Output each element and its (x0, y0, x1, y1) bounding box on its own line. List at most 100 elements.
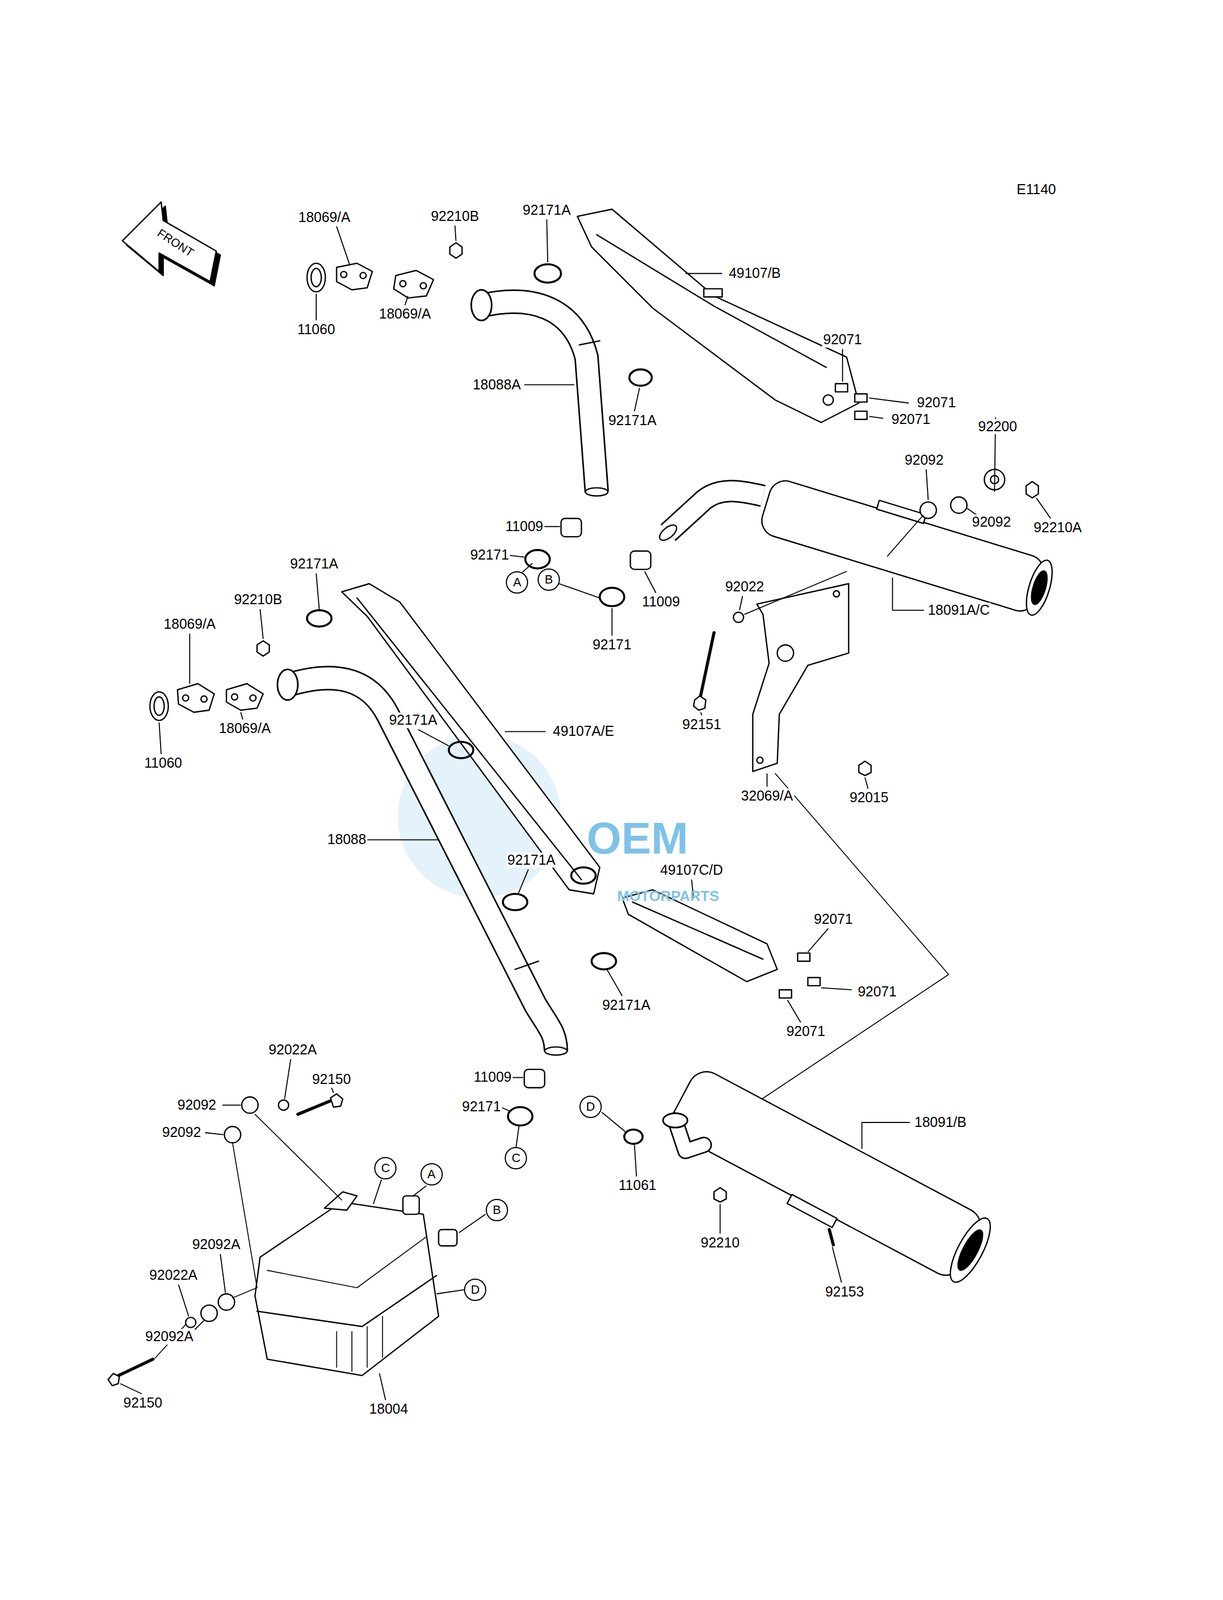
part-number: 92071 (856, 983, 898, 1000)
reference-letter: A (513, 576, 522, 589)
assembly-line (232, 1113, 342, 1288)
part-number: 92210B (429, 208, 481, 225)
nut (257, 640, 270, 656)
part-number: 92171A (521, 202, 572, 219)
washer (278, 1099, 289, 1110)
reference-circle: B (485, 1198, 509, 1221)
reference-circle: D (579, 1095, 602, 1118)
gasket (150, 691, 169, 720)
parts-drawing (108, 201, 1060, 1386)
part-number: 11009 (504, 518, 545, 535)
hole (420, 282, 427, 289)
pipe-end (656, 521, 680, 544)
grommet (218, 1293, 235, 1310)
hole (200, 695, 207, 702)
reference-circle: A (420, 1162, 443, 1186)
part-number: 92200 (977, 418, 1019, 435)
part-number: 92022A (267, 1041, 318, 1058)
part-number: 18069/A (217, 720, 272, 737)
damper (808, 977, 821, 986)
part-number: 92171A (388, 712, 439, 729)
grommet (950, 496, 968, 514)
part-number: 92171A (288, 556, 340, 573)
part-number: 92071 (785, 1023, 827, 1039)
leader-lines (120, 219, 1051, 1400)
sleeve (630, 550, 651, 570)
part-number: 18069/A (297, 209, 352, 226)
clamp (448, 741, 474, 758)
part-number: 18088A (471, 376, 522, 393)
part-number: 11009 (472, 1069, 514, 1086)
washer (185, 1316, 196, 1327)
bolt-head (330, 1093, 343, 1108)
damper (797, 952, 810, 961)
muffler-end (1021, 557, 1058, 618)
part-number: 92153 (824, 1283, 866, 1300)
bolt (297, 1099, 333, 1115)
clamp (508, 1107, 533, 1126)
part-number: 92092 (161, 1124, 203, 1140)
reference-circle: D (463, 1278, 487, 1301)
heat-guard (577, 209, 859, 423)
part-number: 92092A (144, 1328, 195, 1345)
part-number: 92171A (506, 852, 557, 868)
gasket (624, 1129, 643, 1144)
part-number: 18088 (326, 832, 368, 848)
bolt (114, 1358, 154, 1377)
reference-circle: A (505, 571, 529, 594)
clamp (629, 369, 652, 386)
reference-letter: C (380, 1161, 390, 1174)
bolt-head (108, 1373, 120, 1386)
part-number: 49107/B (727, 265, 782, 282)
clamp (534, 264, 562, 283)
damper (854, 411, 868, 420)
pipe-end (585, 487, 608, 496)
chamber-rib (336, 1315, 383, 1371)
hole (249, 694, 256, 702)
hole (182, 694, 189, 702)
tail-hole (1028, 568, 1051, 606)
reference-letter: C (511, 1151, 521, 1164)
bolt-head (693, 695, 707, 710)
muffler-mount (786, 1194, 837, 1227)
part-number: 92171 (469, 547, 511, 563)
part-number: 92210A (1032, 519, 1084, 536)
part-number: 18004 (368, 1400, 410, 1417)
part-number: 49107C/D (659, 862, 725, 878)
part-number: 92151 (681, 716, 723, 733)
grommet (200, 1304, 217, 1321)
flange (177, 683, 215, 712)
reference-circle: C (374, 1156, 397, 1179)
washer (733, 611, 744, 622)
part-number: 92092A (191, 1236, 242, 1253)
damper (854, 393, 868, 403)
part-number: 11060 (143, 755, 184, 771)
assembly-line (749, 772, 949, 1107)
part-number: 92022A (148, 1267, 199, 1284)
part-number: 92071 (822, 331, 864, 348)
part-number: 32069/A (740, 788, 795, 804)
part-number: 49107A/E (551, 723, 616, 740)
hole (231, 693, 238, 700)
part-number: 92071 (813, 911, 855, 927)
reference-letter: B (544, 573, 554, 586)
front-arrow (122, 201, 216, 282)
part-number: 92171A (607, 412, 658, 429)
reference-letter: A (427, 1167, 436, 1181)
hole (360, 272, 367, 279)
inlet-flange (663, 1113, 688, 1128)
nut (858, 760, 872, 776)
grommet (224, 1125, 241, 1143)
part-number: 92092 (903, 452, 945, 468)
assembly-line (887, 515, 923, 557)
guard-edge (596, 234, 827, 368)
part-number: 11009 (640, 593, 681, 610)
part-number: 92071 (890, 411, 932, 428)
part-number: 92150 (122, 1394, 164, 1411)
chamber-stub (402, 1195, 419, 1215)
reference-circle: C (504, 1146, 528, 1169)
flange (393, 270, 434, 298)
guard-slot (703, 288, 723, 298)
pipe-joint (579, 340, 601, 345)
chamber-body (254, 1201, 439, 1376)
